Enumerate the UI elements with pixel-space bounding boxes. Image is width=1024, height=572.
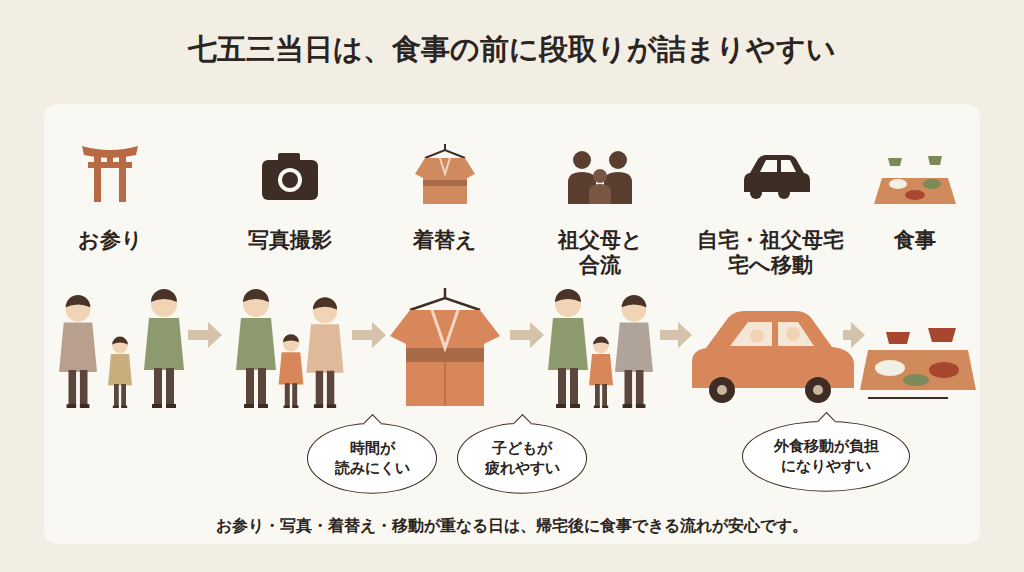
step-label: 着替え — [390, 228, 500, 253]
hanging-kimono — [390, 288, 500, 406]
caption: お参り・写真・着替え・移動が重なる日は、帰宅後に食事できる流れが安心です。 — [216, 516, 808, 537]
title: 七五三当日は、食事の前に段取りが詰まりやすい — [188, 30, 836, 70]
speech-bubble: 子どもが 疲れやすい — [457, 423, 587, 494]
speech-bubble: 外食移動が負担 になりやすい — [742, 421, 910, 492]
torii-icon — [82, 146, 138, 202]
bubble-text: 外食移動が負担 になりやすい — [767, 436, 885, 477]
step-label: 祖父母と 合流 — [550, 228, 650, 278]
kimono-icon — [415, 144, 475, 204]
family-icon — [568, 151, 632, 204]
flow-arrows — [188, 322, 865, 348]
step-label: 写真撮影 — [230, 228, 350, 253]
step-label: 自宅・祖父母宅 宅へ移動 — [688, 228, 853, 278]
bubble-text: 時間が 読みにくい — [332, 438, 412, 479]
panel — [44, 104, 980, 544]
meal-icon — [874, 156, 956, 204]
camera-icon — [262, 153, 318, 200]
speech-bubble: 時間が 読みにくい — [307, 423, 437, 494]
walking-family — [59, 289, 184, 408]
car-icon — [744, 155, 810, 199]
step-label: 食事 — [865, 228, 965, 253]
bubble-text: 子どもが 疲れやすい — [482, 438, 562, 479]
grandparents-child — [548, 289, 653, 408]
step-label: お参り — [55, 228, 165, 253]
photo-family — [236, 289, 344, 408]
meal-tray — [860, 328, 976, 398]
car-figure — [692, 311, 854, 403]
